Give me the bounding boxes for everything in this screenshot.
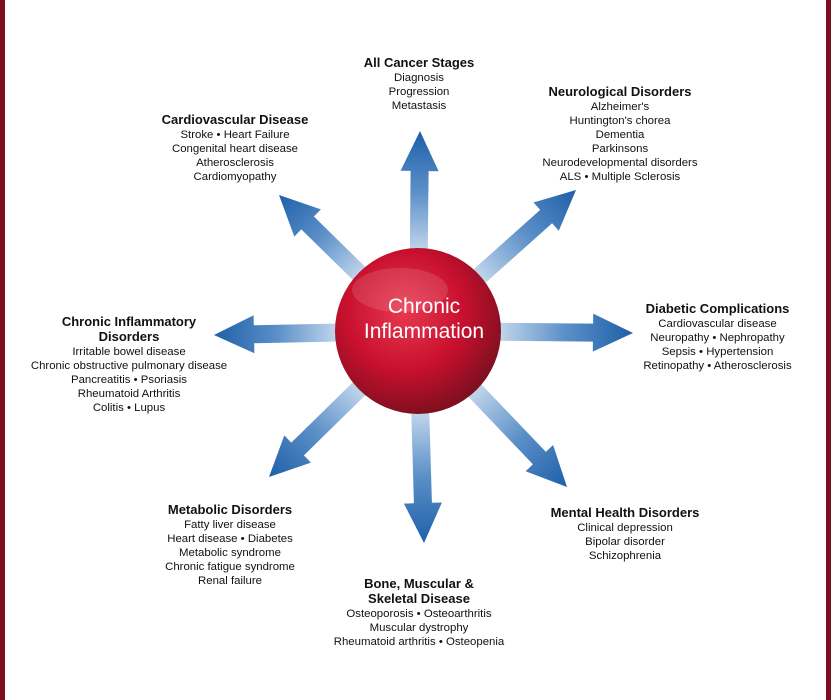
group-neuro-item: Neurodevelopmental disorders	[542, 157, 698, 169]
group-cancer-item: Diagnosis	[393, 72, 445, 84]
group-cardio-item: Stroke • Heart Failure	[180, 129, 290, 141]
group-inflammatory-item: Irritable bowel disease	[72, 346, 186, 358]
group-neuro-title: Neurological Disorders	[548, 84, 692, 99]
group-cancer: All Cancer Stages Diagnosis Progression …	[344, 55, 494, 113]
group-metabolic-item: Chronic fatigue syndrome	[165, 561, 295, 573]
arrow-up	[400, 131, 439, 267]
center-circle	[335, 248, 501, 414]
group-mental-item: Clinical depression	[577, 522, 673, 534]
group-cancer-item: Progression	[388, 86, 450, 98]
group-neuro-item: Parkinsons	[591, 143, 649, 155]
group-cardio-item: Congenital heart disease	[171, 143, 298, 155]
group-bone-item: Osteoporosis • Osteoarthritis	[346, 608, 492, 620]
group-cardio-item: Atherosclerosis	[196, 157, 274, 169]
group-cancer-item: Metastasis	[391, 100, 447, 112]
group-neuro: Neurological Disorders Alzheimer's Hunti…	[525, 84, 715, 184]
group-metabolic-item: Fatty liver disease	[184, 519, 276, 531]
group-bone-item: Muscular dystrophy	[369, 622, 469, 634]
arrow-up-left	[279, 195, 378, 292]
group-inflammatory-item: Chronic obstructive pulmonary disease	[30, 360, 228, 372]
group-cardio-item: Cardiomyopathy	[193, 171, 277, 183]
center-label-line1: Chronic	[387, 295, 461, 318]
group-inflammatory-title-line2: Disorders	[98, 329, 160, 344]
group-cardio: Cardiovascular Disease Stroke • Heart Fa…	[145, 112, 325, 184]
arrows-group	[214, 131, 633, 543]
center-label: Chronic Inflammation	[344, 294, 504, 344]
arrow-right	[482, 313, 633, 352]
group-metabolic-title: Metabolic Disorders	[167, 502, 293, 517]
group-diabetic: Diabetic Complications Cardiovascular di…	[625, 301, 810, 373]
group-mental-item: Schizophrenia	[588, 550, 662, 562]
group-inflammatory-item: Pancreatitis • Psoriasis	[70, 374, 188, 386]
group-metabolic: Metabolic Disorders Fatty liver disease …	[140, 502, 320, 588]
group-bone-item: Rheumatoid arthritis • Osteopenia	[333, 636, 505, 648]
group-neuro-item: ALS • Multiple Sclerosis	[559, 171, 681, 183]
arrow-down-left	[269, 370, 378, 477]
diagram-canvas	[214, 131, 633, 543]
group-neuro-item: Dementia	[595, 129, 645, 141]
group-diabetic-item: Retinopathy • Atherosclerosis	[643, 360, 792, 372]
arrow-down	[403, 395, 442, 543]
group-bone-title-line2: Skeletal Disease	[368, 591, 470, 606]
arrow-down-right	[456, 371, 567, 487]
group-inflammatory: Chronic Inflammatory Disorders Irritable…	[17, 314, 241, 415]
center-circle-highlight	[352, 268, 448, 312]
group-mental-item: Bipolar disorder	[585, 536, 665, 548]
group-diabetic-item: Sepsis • Hypertension	[661, 346, 774, 358]
group-metabolic-item: Metabolic syndrome	[179, 547, 281, 559]
group-metabolic-item: Renal failure	[198, 575, 262, 587]
group-metabolic-item: Heart disease • Diabetes	[167, 533, 293, 545]
group-inflammatory-title-line1: Chronic Inflammatory	[61, 314, 197, 329]
group-mental-title: Mental Health Disorders	[550, 505, 700, 520]
group-inflammatory-item: Colitis • Lupus	[92, 402, 166, 414]
group-bone-title-line1: Bone, Muscular &	[364, 576, 474, 591]
arrow-left	[214, 315, 354, 354]
group-diabetic-title: Diabetic Complications	[645, 301, 790, 316]
arrow-up-right	[460, 190, 576, 295]
group-bone-title: Bone, Muscular & Skeletal Disease	[319, 576, 519, 606]
group-neuro-item: Alzheimer's	[590, 101, 650, 113]
group-neuro-item: Huntington's chorea	[569, 115, 671, 127]
center-label-line2: Inflammation	[363, 320, 485, 343]
group-inflammatory-item: Rheumatoid Arthritis	[77, 388, 181, 400]
group-cancer-title: All Cancer Stages	[363, 55, 475, 70]
group-diabetic-item: Neuropathy • Nephropathy	[650, 332, 785, 344]
group-inflammatory-title: Chronic Inflammatory Disorders	[17, 314, 241, 344]
group-cardio-title: Cardiovascular Disease	[161, 112, 309, 127]
group-bone: Bone, Muscular & Skeletal Disease Osteop…	[319, 576, 519, 649]
group-mental: Mental Health Disorders Clinical depress…	[535, 505, 715, 563]
group-diabetic-item: Cardiovascular disease	[658, 318, 777, 330]
